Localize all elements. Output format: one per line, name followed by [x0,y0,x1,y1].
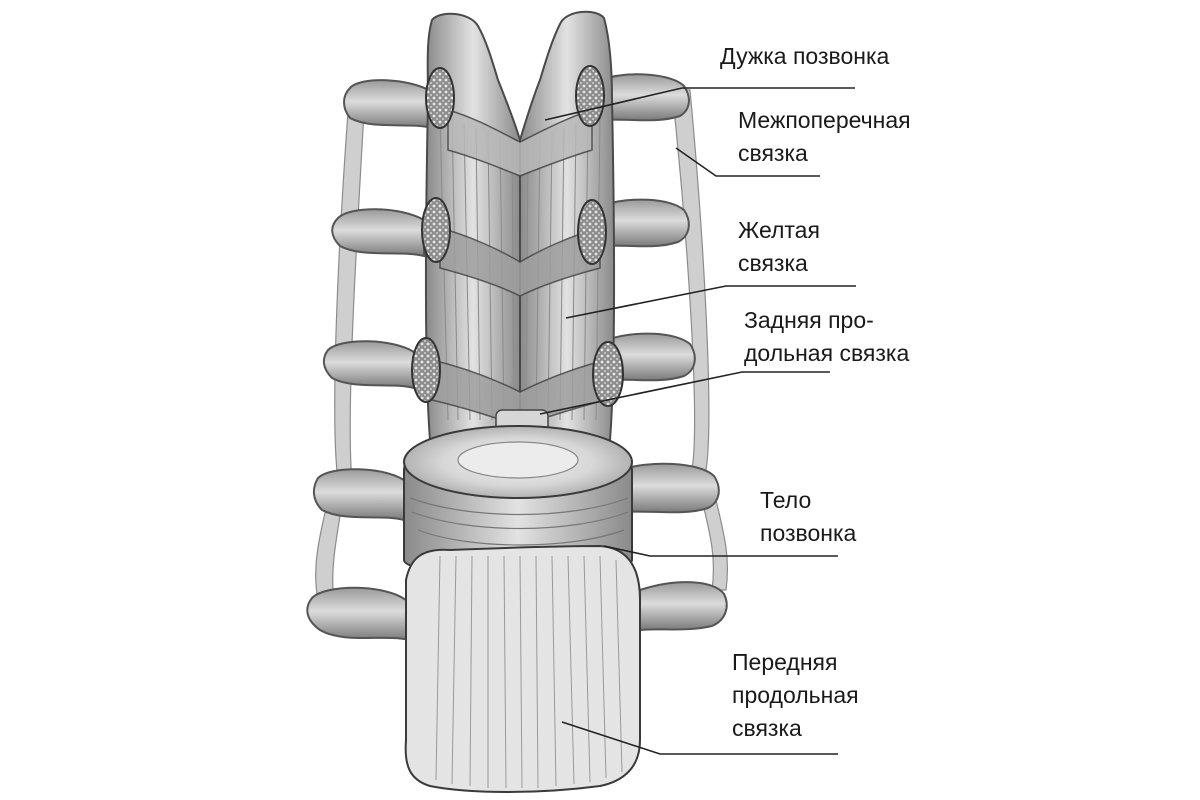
label-yellow-ligament: Желтая связка [738,214,820,280]
articular-process-sections [411,65,624,407]
label-line: дольная связка [744,340,910,366]
label-line: связка [738,250,808,276]
label-posterior-longitudinal-ligament: Задняя про- дольная связка [744,304,909,370]
intertransverse-ligaments [315,89,729,601]
label-line: связка [738,140,808,166]
label-vertebral-body: Тело позвонка [760,484,856,550]
label-line: Передняя [732,649,838,675]
label-line: связка [732,715,802,741]
label-line: Тело [760,487,812,513]
label-line: позвонка [760,520,857,546]
anterior-longitudinal-ligament [404,544,641,793]
label-line: Задняя про- [744,307,874,333]
label-line: Дужка позвонка [720,43,890,69]
label-intertransverse-ligament: Межпоперечная связка [738,104,911,170]
leader-lines [539,87,856,755]
transverse-processes [306,73,728,642]
label-line: продольная [732,682,859,708]
label-line: Желтая [738,217,820,243]
label-line: Межпоперечная [738,107,911,133]
label-anterior-longitudinal-ligament: Передняя продольная связка [732,646,859,745]
vertebral-body [403,425,633,576]
label-vertebral-arch: Дужка позвонка [720,40,889,73]
